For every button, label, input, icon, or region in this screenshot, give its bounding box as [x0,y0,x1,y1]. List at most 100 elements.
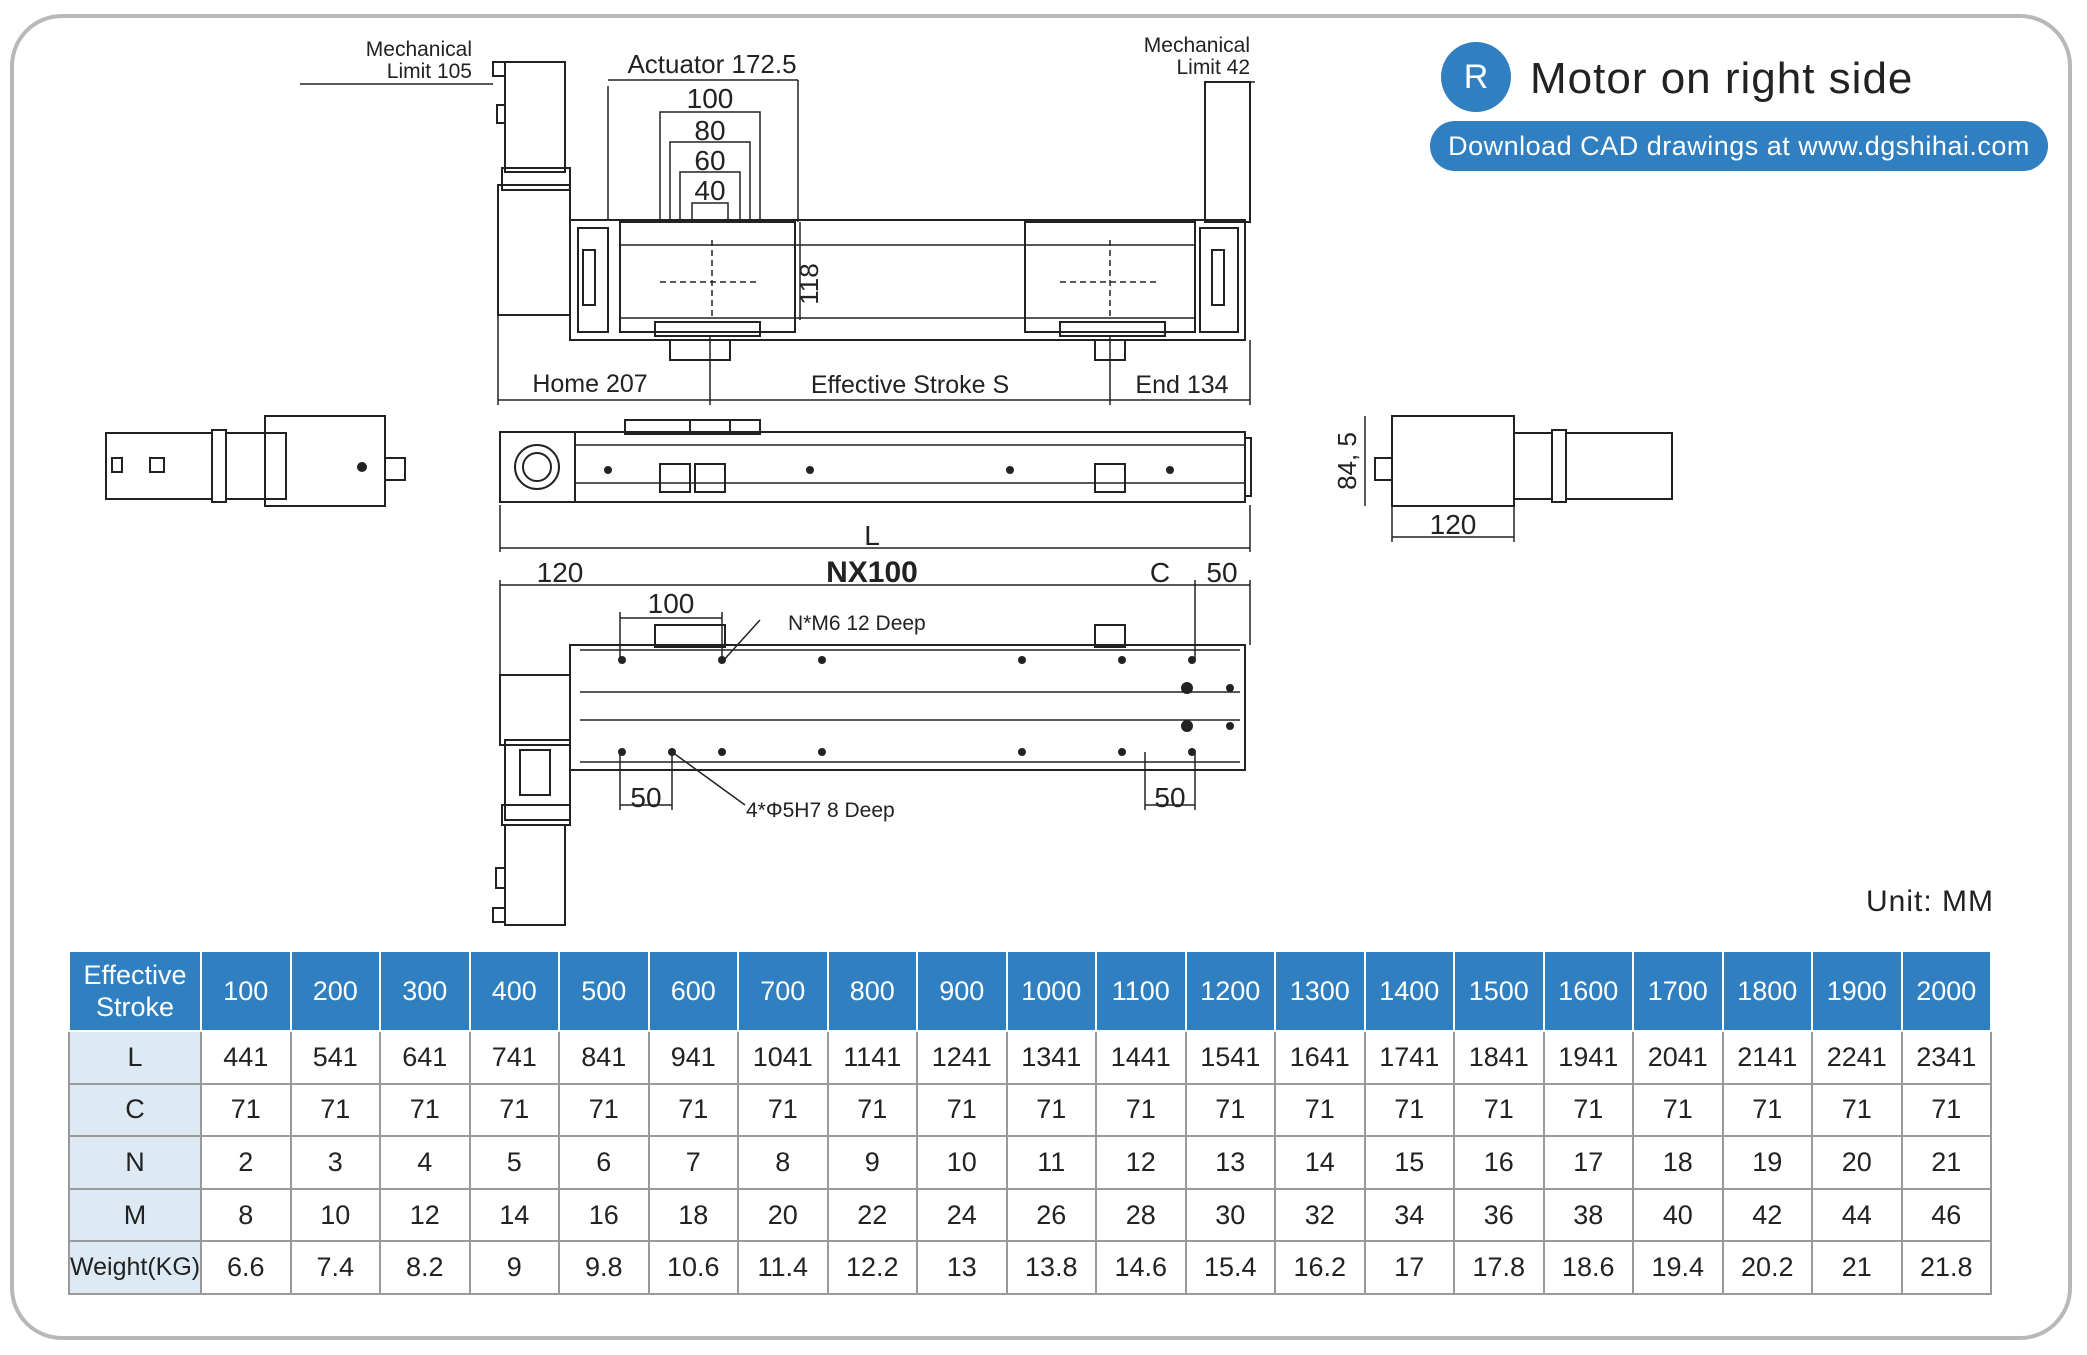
row-label: C [68,1082,202,1138]
table-cell: 2241 [1811,1030,1903,1085]
table-cell: 16.2 [1274,1240,1366,1295]
table-cell: 10.6 [647,1240,739,1295]
stroke-header: 1100 [1095,950,1187,1032]
table-cell: 71 [1632,1082,1724,1138]
table-cell: 26 [1005,1187,1097,1243]
table-cell: 71 [1453,1082,1545,1138]
stroke-header: 100 [200,950,292,1032]
mech-limit-right-line2: Limit 42 [1176,56,1250,79]
side-height-dimension: 84, 5 [1332,432,1362,490]
table-cell: 34 [1363,1187,1455,1243]
table-cell: 30 [1184,1187,1276,1243]
table-cell: 71 [558,1082,650,1138]
table-cell: 6.6 [200,1240,292,1295]
stroke-header: 700 [737,950,829,1032]
page-frame [10,14,2072,1340]
stroke-header: 600 [647,950,739,1032]
table-cell: 6 [558,1135,650,1190]
stroke-header: 500 [558,950,650,1032]
table-cell: 1341 [1005,1030,1097,1085]
table-cell: 941 [647,1030,739,1085]
table-cell: 1741 [1363,1030,1455,1085]
table-cell: 641 [379,1030,471,1085]
table-cell: 12 [379,1187,471,1243]
table-cell: 28 [1095,1187,1187,1243]
table-cell: 841 [558,1030,650,1085]
table-cell: 1941 [1542,1030,1634,1085]
dim-C: C [1150,557,1170,588]
table-cell: 11.4 [737,1240,829,1295]
table-cell: 2 [200,1135,292,1190]
table-cell: 1041 [737,1030,829,1085]
table-cell: 5 [468,1135,560,1190]
dim-L: L [864,520,880,551]
dim-50-top: 50 [1206,557,1237,588]
table-cell: 1541 [1184,1030,1276,1085]
table-cell: 21.8 [1900,1240,1992,1295]
table-cell: 11 [1005,1135,1097,1190]
dim-60: 60 [694,145,725,176]
table-cell: 71 [1274,1082,1366,1138]
home-dimension: Home 207 [532,370,647,398]
table-cell: 2341 [1900,1030,1992,1085]
stroke-header: 900 [916,950,1008,1032]
table-cell: 32 [1274,1187,1366,1243]
dim-50-left: 50 [630,782,661,813]
row-label: M [68,1187,202,1243]
stroke-header: 1200 [1184,950,1276,1032]
table-cell: 20 [1811,1135,1903,1190]
stroke-header: 800 [826,950,918,1032]
table-cell: 16 [558,1187,650,1243]
table-cell: 10 [289,1187,381,1243]
dim-120-bottom: 120 [537,557,584,588]
effective-stroke-dimension: Effective Stroke S [811,371,1009,399]
stroke-header: 400 [468,950,560,1032]
stroke-header: 200 [289,950,381,1032]
table-cell: 18 [647,1187,739,1243]
end-dimension: End 134 [1135,371,1228,399]
left-end-view [105,415,406,507]
table-cell: 71 [737,1082,829,1138]
stroke-header: 1900 [1811,950,1903,1032]
table-cell: 44 [1811,1187,1903,1243]
table-cell: 71 [1005,1082,1097,1138]
table-cell: 38 [1542,1187,1634,1243]
table-cell: 9 [468,1240,560,1295]
actuator-dimension: Actuator 172.5 [627,49,796,79]
table-cell: 71 [1095,1082,1187,1138]
mech-limit-left-line1: Mechanical [366,38,472,61]
dim-50-right: 50 [1154,782,1185,813]
table-cell: 15 [1363,1135,1455,1190]
stroke-header: 1800 [1721,950,1813,1032]
download-cad-link[interactable]: Download CAD drawings at www.dgshihai.co… [1430,121,2048,171]
table-cell: 15.4 [1184,1240,1276,1295]
table-cell: 40 [1632,1187,1724,1243]
stroke-header: 2000 [1900,950,1992,1032]
table-cell: 16 [1453,1135,1545,1190]
table-cell: 71 [200,1082,292,1138]
stroke-header: 1400 [1363,950,1455,1032]
table-cell: 7.4 [289,1240,381,1295]
table-cell: 13 [1184,1135,1276,1190]
table-cell: 71 [1184,1082,1276,1138]
table-cell: 71 [1721,1082,1813,1138]
table-cell: 14 [468,1187,560,1243]
table-cell: 9 [826,1135,918,1190]
table-cell: 17 [1363,1240,1455,1295]
table-cell: 12 [1095,1135,1187,1190]
table-cell: 19.4 [1632,1240,1724,1295]
table-cell: 441 [200,1030,292,1085]
table-cell: 19 [1721,1135,1813,1190]
mech-limit-left-line2: Limit 105 [387,60,472,83]
header-line1: Effective [83,960,187,990]
table-cell: 1441 [1095,1030,1187,1085]
table-cell: 36 [1453,1187,1545,1243]
side-width-dimension: 120 [1430,509,1477,540]
table-cell: 1241 [916,1030,1008,1085]
table-cell: 24 [916,1187,1008,1243]
